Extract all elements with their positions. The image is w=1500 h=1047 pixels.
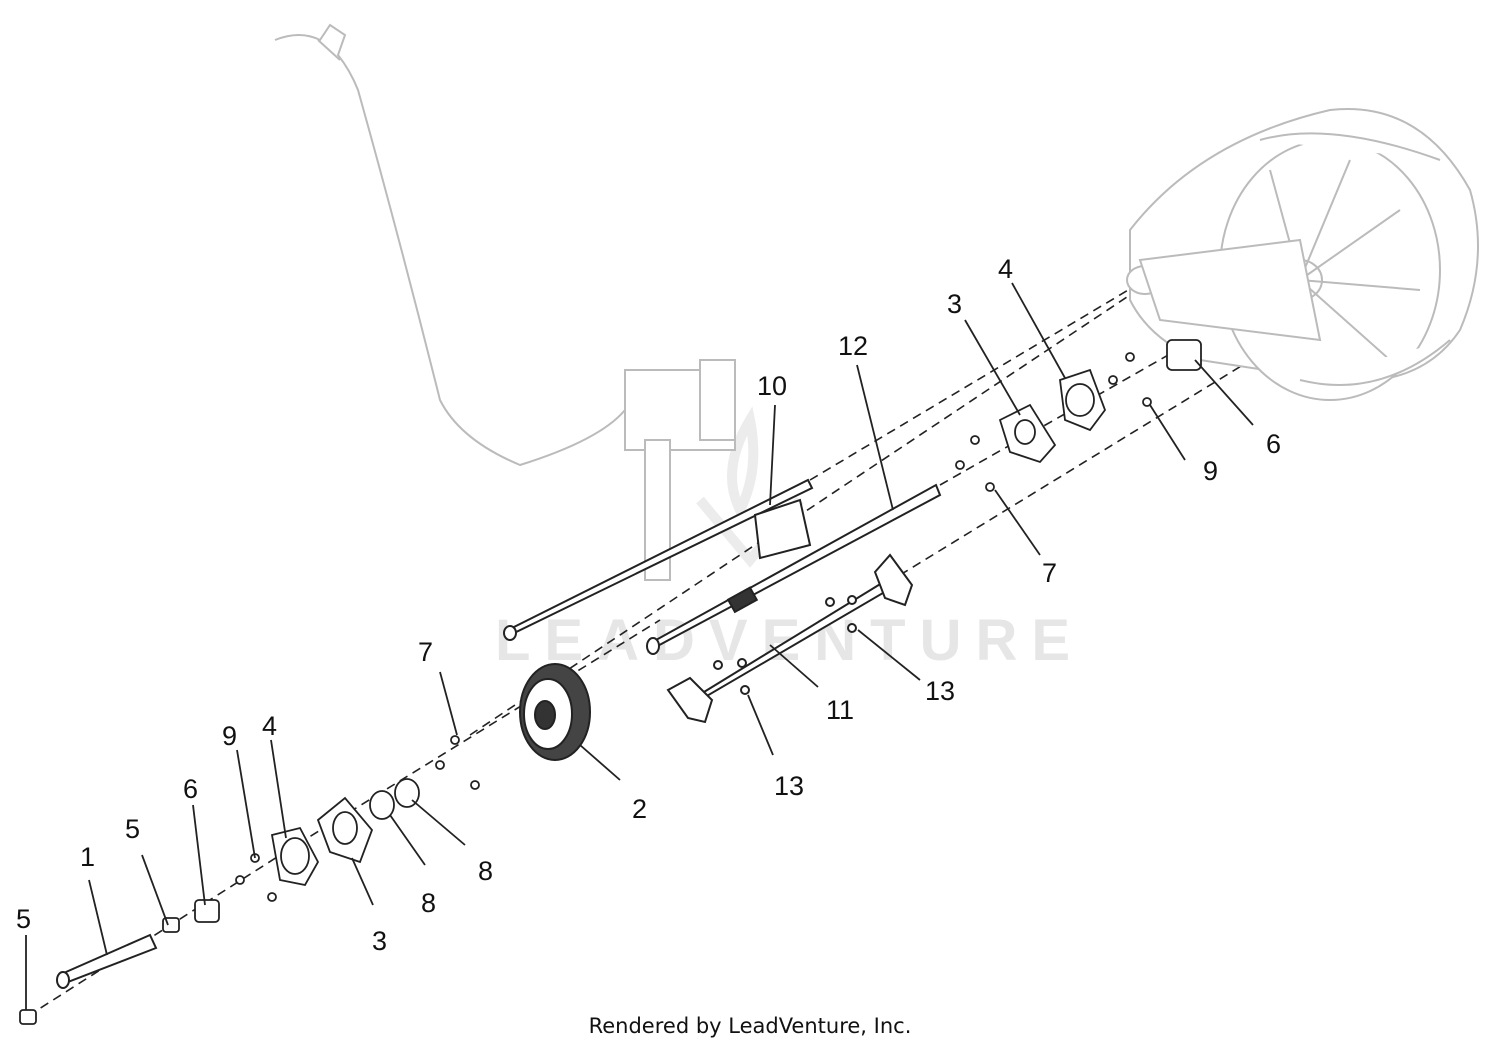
part-2-sprocket [519, 663, 591, 761]
callout-10: 10 [757, 371, 787, 401]
callout-3: 3 [947, 289, 962, 319]
leader-lines [25, 282, 1254, 1010]
callout-11: 11 [826, 695, 854, 725]
callout-4: 4 [262, 711, 277, 741]
control-lever-cable [274, 23, 626, 467]
callout-5: 5 [125, 814, 140, 844]
callout-1: 1 [80, 842, 95, 872]
track-drive-wheel [1126, 108, 1479, 401]
callout-12: 12 [838, 331, 868, 361]
part-11-cross-shaft [666, 553, 914, 724]
footer-credit: Rendered by LeadVenture, Inc. [588, 1014, 912, 1038]
callout-13: 13 [925, 676, 955, 706]
mounting-bracket [624, 359, 736, 581]
callout-2: 2 [632, 794, 647, 824]
part-10-shaft [503, 478, 814, 641]
callout-13: 13 [774, 771, 804, 801]
callout-7: 7 [418, 637, 433, 667]
callout-6: 6 [1266, 429, 1281, 459]
callout-8: 8 [421, 888, 436, 918]
callout-8: 8 [478, 856, 493, 886]
small-parts [19, 339, 1202, 1025]
callout-9: 9 [222, 721, 237, 751]
callout-7: 7 [1042, 558, 1057, 588]
callout-3: 3 [372, 926, 387, 956]
part-12-shaft [646, 483, 942, 655]
callout-5: 5 [16, 904, 31, 934]
part-1-axle [56, 933, 158, 989]
callout-9: 9 [1203, 456, 1218, 486]
callout-6: 6 [183, 774, 198, 804]
callout-4: 4 [998, 254, 1013, 284]
watermark-text: LEADVENTURE [495, 608, 1084, 673]
